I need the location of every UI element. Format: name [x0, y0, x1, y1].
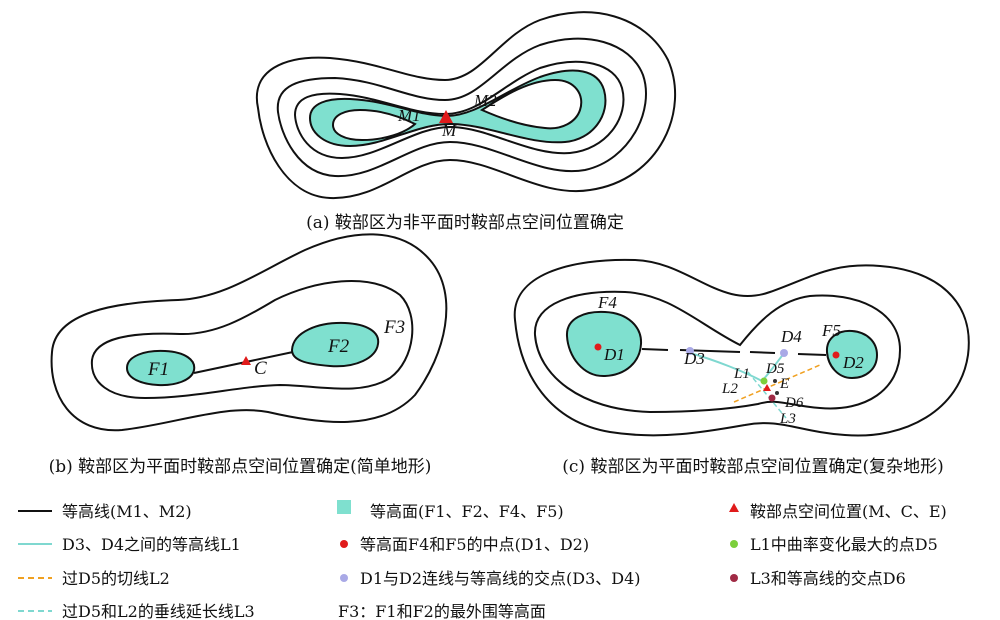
- label-m2: M2: [473, 91, 497, 110]
- legend-saddle-label: 鞍部点空间位置(M、C、E): [750, 502, 947, 521]
- label-d5: D5: [765, 361, 785, 377]
- legend-midpoint-label: 等高面F4和F5的中点(D1、D2): [360, 535, 589, 554]
- label-f2: F2: [327, 336, 350, 357]
- legend-intersection-swatch: [340, 574, 348, 582]
- panel-c-perpendicular-l3: [747, 371, 787, 419]
- legend-midpoint-swatch: [340, 540, 348, 548]
- legend-surface-label: 等高面(F1、F2、F4、F5): [370, 502, 564, 521]
- label-l3: L3: [779, 411, 796, 427]
- legend-l3-intersection-swatch: [730, 574, 738, 582]
- legend-max-curvature-label: L1中曲率变化最大的点D5: [750, 535, 938, 554]
- label-d1: D1: [603, 345, 625, 364]
- panel-c-l3-point: [775, 391, 779, 395]
- legend-max-curvature-swatch: [730, 540, 738, 548]
- panel-c-inner-contour: [533, 290, 902, 414]
- legend-contour-label: 等高线(M1、M2): [62, 502, 192, 521]
- legend-l3-intersection-label: L3和等高线的交点D6: [750, 569, 906, 588]
- panel-b-saddle-marker: [241, 356, 251, 365]
- label-l2: L2: [721, 381, 738, 397]
- caption-b: (b) 鞍部区为平面时鞍部点空间位置确定(简单地形): [49, 457, 432, 477]
- legend-perpendicular-label: 过D5和L2的垂线延长线L3: [62, 602, 255, 620]
- panel-c-d4-d2-segment: [797, 353, 827, 356]
- legend-f3-note: F3：F1和F2的最外围等高面: [338, 602, 546, 620]
- panel-a-saddle-marker: [439, 110, 453, 123]
- panel-b-surface-f1: [125, 349, 196, 387]
- legend: 等高线(M1、M2) D3、D4之间的等高线L1 过D5的切线L2 过D5和L2…: [18, 500, 947, 620]
- panel-c-d1-d3-segment: [641, 348, 669, 351]
- panel-b-outer-contour: [50, 233, 448, 432]
- panel-c-intersection-d3: [686, 347, 694, 355]
- label-m1: M1: [397, 106, 421, 125]
- label-d3: D3: [683, 349, 705, 368]
- panel-c-max-curvature-d5: [760, 377, 768, 385]
- legend-saddle-swatch: [729, 503, 739, 512]
- panel-a-contour-surface: [308, 69, 607, 148]
- panel-c-l3-intersection-d6: [768, 394, 776, 402]
- legend-intersection-label: D1与D2连线与等高线的交点(D3、D4): [360, 569, 641, 588]
- panel-a-outer-contour: [255, 11, 677, 200]
- label-m: M: [441, 121, 457, 140]
- label-d2: D2: [842, 353, 864, 372]
- legend-l1-label: D3、D4之间的等高线L1: [62, 535, 241, 554]
- label-f4: F4: [597, 293, 617, 312]
- label-f3: F3: [383, 317, 405, 338]
- panel-c-intersection-d4: [780, 349, 788, 357]
- panel-a: M1 M2 M (a) 鞍部区为非平面时鞍部点空间位置确定: [255, 11, 677, 233]
- panel-a-middle-contour: [276, 37, 647, 178]
- panel-c-surface-f5: [825, 329, 879, 380]
- panel-b-inner-contour: [90, 280, 414, 400]
- legend-tangent-label: 过D5的切线L2: [62, 569, 170, 588]
- label-d6: D6: [784, 395, 804, 411]
- panel-c-saddle-marker-e: [763, 384, 771, 391]
- label-c: C: [254, 358, 267, 379]
- label-e: E: [779, 376, 789, 392]
- panel-b-surface-f2: [290, 321, 380, 368]
- legend-surface-swatch: [337, 500, 351, 514]
- panel-b: F1 F2 F3 C (b) 鞍部区为平面时鞍部点空间位置确定(简单地形): [49, 233, 448, 477]
- panel-c-midpoint-d1: [594, 343, 602, 351]
- label-f1: F1: [147, 359, 169, 380]
- caption-a: (a) 鞍部区为非平面时鞍部点空间位置确定: [306, 213, 624, 233]
- panel-c-outer-contour: [513, 258, 970, 437]
- panel-c-surface-f4: [565, 310, 643, 378]
- panel-c-midpoint-d2: [832, 351, 840, 359]
- panel-c-d4-segment: [749, 351, 776, 354]
- label-l1: L1: [733, 366, 750, 382]
- label-d4: D4: [780, 327, 802, 346]
- panel-c-d5-ring: [773, 379, 777, 383]
- panel-c: F4 F5 D1 D2 D3 D4 D5 D6 L1 L2 L3 E (c) 鞍…: [513, 258, 970, 477]
- caption-c: (c) 鞍部区为平面时鞍部点空间位置确定(复杂地形): [562, 457, 943, 477]
- label-f5: F5: [821, 321, 841, 340]
